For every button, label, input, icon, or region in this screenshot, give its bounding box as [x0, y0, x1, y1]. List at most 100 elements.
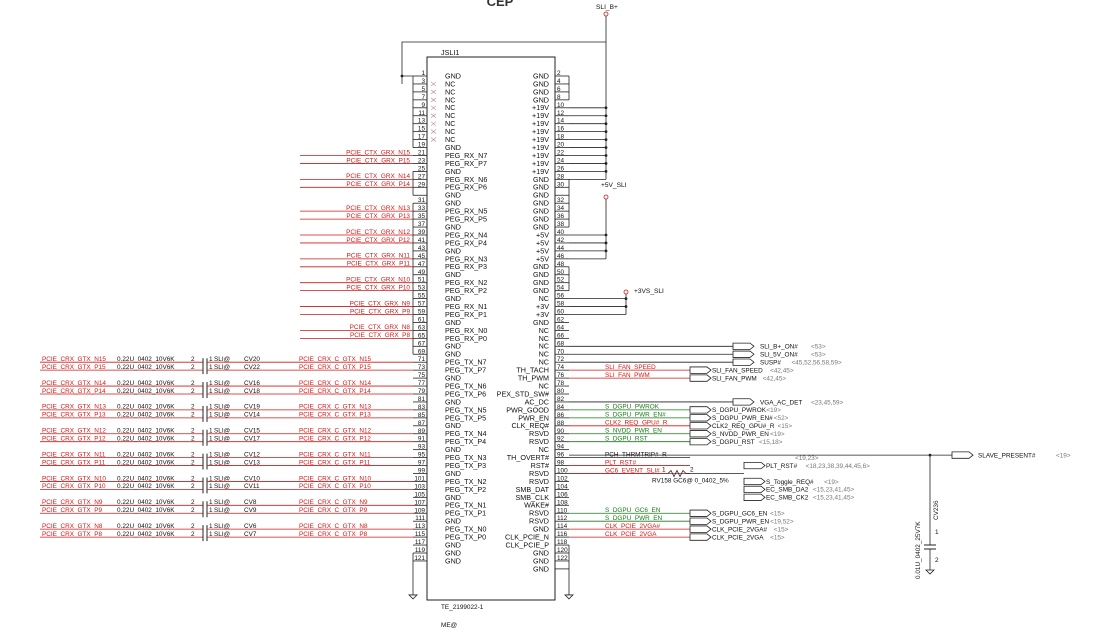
pin-name-right: +19V [532, 119, 549, 128]
no-connect-mark [430, 105, 437, 111]
junction-dot [604, 106, 608, 110]
pin-number-left: 37 [418, 221, 426, 228]
pin-number-left: 81 [418, 396, 426, 403]
pin-number-right: 74 [557, 364, 565, 371]
pin-name-left: NC [445, 87, 455, 96]
far-port-name: CLK2_REQ_GPU#_R [712, 423, 775, 430]
signal-net-label: CLK_PCIE_2VGA [605, 531, 657, 538]
pin-name-right: GND [533, 564, 549, 573]
pin-name-right: +19V [532, 151, 549, 160]
pin-name-left: GND [445, 548, 461, 557]
tx-net-right-label: PCIE_CRX_C_GTX_N15 [299, 356, 372, 363]
tx-net-right-label: PCIE_CRX_C_GTX_P10 [299, 483, 371, 490]
rx-net-label: PCIE_CTX_GRX_P14 [346, 181, 410, 188]
pin-name-left: GND [445, 342, 461, 351]
far-port-name: CLK_PCIE_2VGA [712, 534, 764, 541]
pin-name-left: NC [445, 111, 455, 120]
tx-cap-option: SLI@ [214, 459, 230, 466]
tx-cap-value: 0.22U_0402_10V6K [117, 428, 175, 435]
far-port-name: S_DGPU_PWROK [712, 407, 767, 414]
tx-cap-option: SLI@ [214, 380, 230, 387]
pin-name-right: +19V [532, 167, 549, 176]
pin-number-left: 59 [418, 309, 426, 316]
pin-number-left: 95 [418, 452, 426, 459]
pin-number-right: 24 [557, 157, 565, 164]
pin-number-left: 79 [418, 388, 426, 395]
far-port-symbol [689, 422, 712, 430]
far-port-ref: <15,23,41,45> [813, 487, 854, 494]
pin-name-right: RSVD [529, 509, 549, 518]
cv236-pin2: 2 [935, 557, 939, 564]
tx-cap-value: 0.22U_0402_10V6K [117, 451, 175, 458]
pin-number-left: 15 [418, 126, 426, 133]
tx-cap-refdes: CV20 [244, 356, 260, 363]
rx-net-label: PCIE_CTX_GRX_N8 [350, 324, 411, 331]
pin-number-right: 102 [557, 475, 568, 482]
pin-name-left: PEG_TX_N4 [445, 429, 487, 438]
tx-cap-pin2: 2 [191, 459, 195, 466]
pin-name-right: NC [539, 342, 549, 351]
pin-name-right: CLK_PCIE_P [505, 540, 549, 549]
pin-name-left: PEG_RX_N2 [445, 278, 487, 287]
pin-number-right: 88 [557, 420, 565, 427]
far-port-name: S_DGPU_PWR_EN [712, 519, 770, 526]
pin-name-right: +3V [536, 310, 549, 319]
tx-net-right-label: PCIE_CRX_C_GTX_N11 [299, 451, 371, 458]
far-port-ref: <15> [774, 526, 789, 533]
pin-number-left: 63 [418, 324, 426, 331]
far-port-symbol [689, 366, 712, 374]
tx-cap-pin1: 1 [209, 428, 213, 435]
junction-dot [604, 130, 608, 134]
no-connect-mark [430, 81, 437, 87]
pin-number-left: 93 [418, 444, 426, 451]
pin-number-right: 78 [557, 380, 565, 387]
far-port-ref: <15,23,41,45> [813, 495, 854, 502]
pin-number-left: 43 [418, 245, 426, 252]
signal-net-label: SLI_FAN_PWM [605, 372, 650, 379]
tx-net-right-label: PCIE_CRX_C_GTX_N12 [299, 428, 372, 435]
pin-number-right: 8 [557, 94, 561, 101]
pin-name-right: +19V [532, 135, 549, 144]
pin-name-right: NC [539, 350, 549, 359]
pin-number-left: 27 [418, 173, 426, 180]
tx-net-left-label: PCIE_CRX_GTX_N9 [42, 499, 103, 506]
tx-net-left-label: PCIE_CRX_GTX_P15 [42, 364, 106, 371]
pin-number-right: 114 [557, 523, 568, 530]
pin-name-left: GND [445, 556, 461, 565]
page-title-fragment: CEP [487, 0, 514, 9]
pin-number-left: 33 [418, 205, 426, 212]
pin-name-right: GND [533, 318, 549, 327]
pin-number-right: 100 [557, 468, 568, 475]
far-port-name: S_Toggle_REQ# [766, 479, 814, 486]
pin-name-right: +19V [532, 111, 549, 120]
pin-number-right: 76 [557, 372, 565, 379]
far-port-symbol [743, 461, 766, 470]
pin-name-left: NC [445, 79, 455, 88]
pin-name-right: NC [539, 326, 549, 335]
far-port-name: S_DGPU_GC6_EN [712, 511, 768, 518]
tx-cap-refdes: CV6 [244, 523, 257, 530]
pin-number-left: 39 [418, 229, 426, 236]
pin-number-left: 111 [415, 515, 425, 522]
tx-cap-value: 0.22U_0402_10V6K [117, 404, 175, 411]
pin-number-right: 48 [557, 261, 565, 268]
tx-cap-refdes: CV14 [244, 412, 260, 419]
far-port-ref: <15,18> [759, 439, 783, 446]
signal-port-name: VGA_AC_DET [760, 399, 802, 406]
pin-name-right: SMB_DAT [516, 485, 550, 494]
pin-name-left: PEG_TX_N6 [445, 381, 487, 390]
tx-cap-value: 0.22U_0402_10V6K [117, 459, 175, 466]
junction-dot [604, 170, 608, 173]
pin-name-left: PEG_TX_P5 [445, 413, 486, 422]
pin-name-right: +5V [536, 254, 549, 263]
tx-cap-option: SLI@ [214, 428, 230, 435]
pin-name-right: WAKE# [524, 501, 549, 510]
pin-name-left: GND [445, 374, 461, 383]
tx-cap-pin2: 2 [191, 436, 195, 443]
pin-number-right: 42 [557, 237, 565, 244]
pin-number-right: 80 [557, 388, 565, 395]
tx-cap-refdes: CV16 [244, 380, 260, 387]
pin-name-right: NC [539, 381, 549, 390]
pin-name-right: +5V [536, 230, 549, 239]
tx-net-left-label: PCIE_CRX_GTX_P12 [42, 436, 106, 443]
